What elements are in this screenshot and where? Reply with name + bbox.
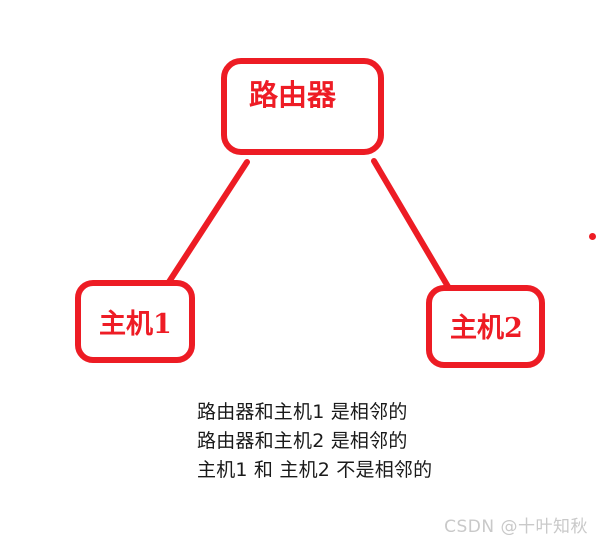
stray-dot-mark	[589, 233, 596, 240]
node-router-label: 路由器	[249, 78, 337, 112]
csdn-watermark: CSDN @十叶知秋	[444, 517, 588, 537]
note-line-1: 路由器和主机1 是相邻的	[197, 401, 408, 423]
node-router[interactable]: 路由器	[221, 58, 384, 155]
edge-router-host1	[162, 159, 250, 291]
notes-block: 路由器和主机1 是相邻的 路由器和主机2 是相邻的 主机1 和 主机2 不是相邻…	[197, 398, 497, 485]
node-host2[interactable]: 主机2	[426, 285, 545, 368]
note-line-2: 路由器和主机2 是相邻的	[197, 430, 408, 452]
note-line-3: 主机1 和 主机2 不是相邻的	[197, 459, 433, 481]
node-host1[interactable]: 主机1	[75, 280, 195, 363]
edge-router-host2	[371, 158, 453, 293]
node-host1-label: 主机1	[99, 309, 172, 340]
node-host2-label: 主机2	[450, 313, 523, 344]
